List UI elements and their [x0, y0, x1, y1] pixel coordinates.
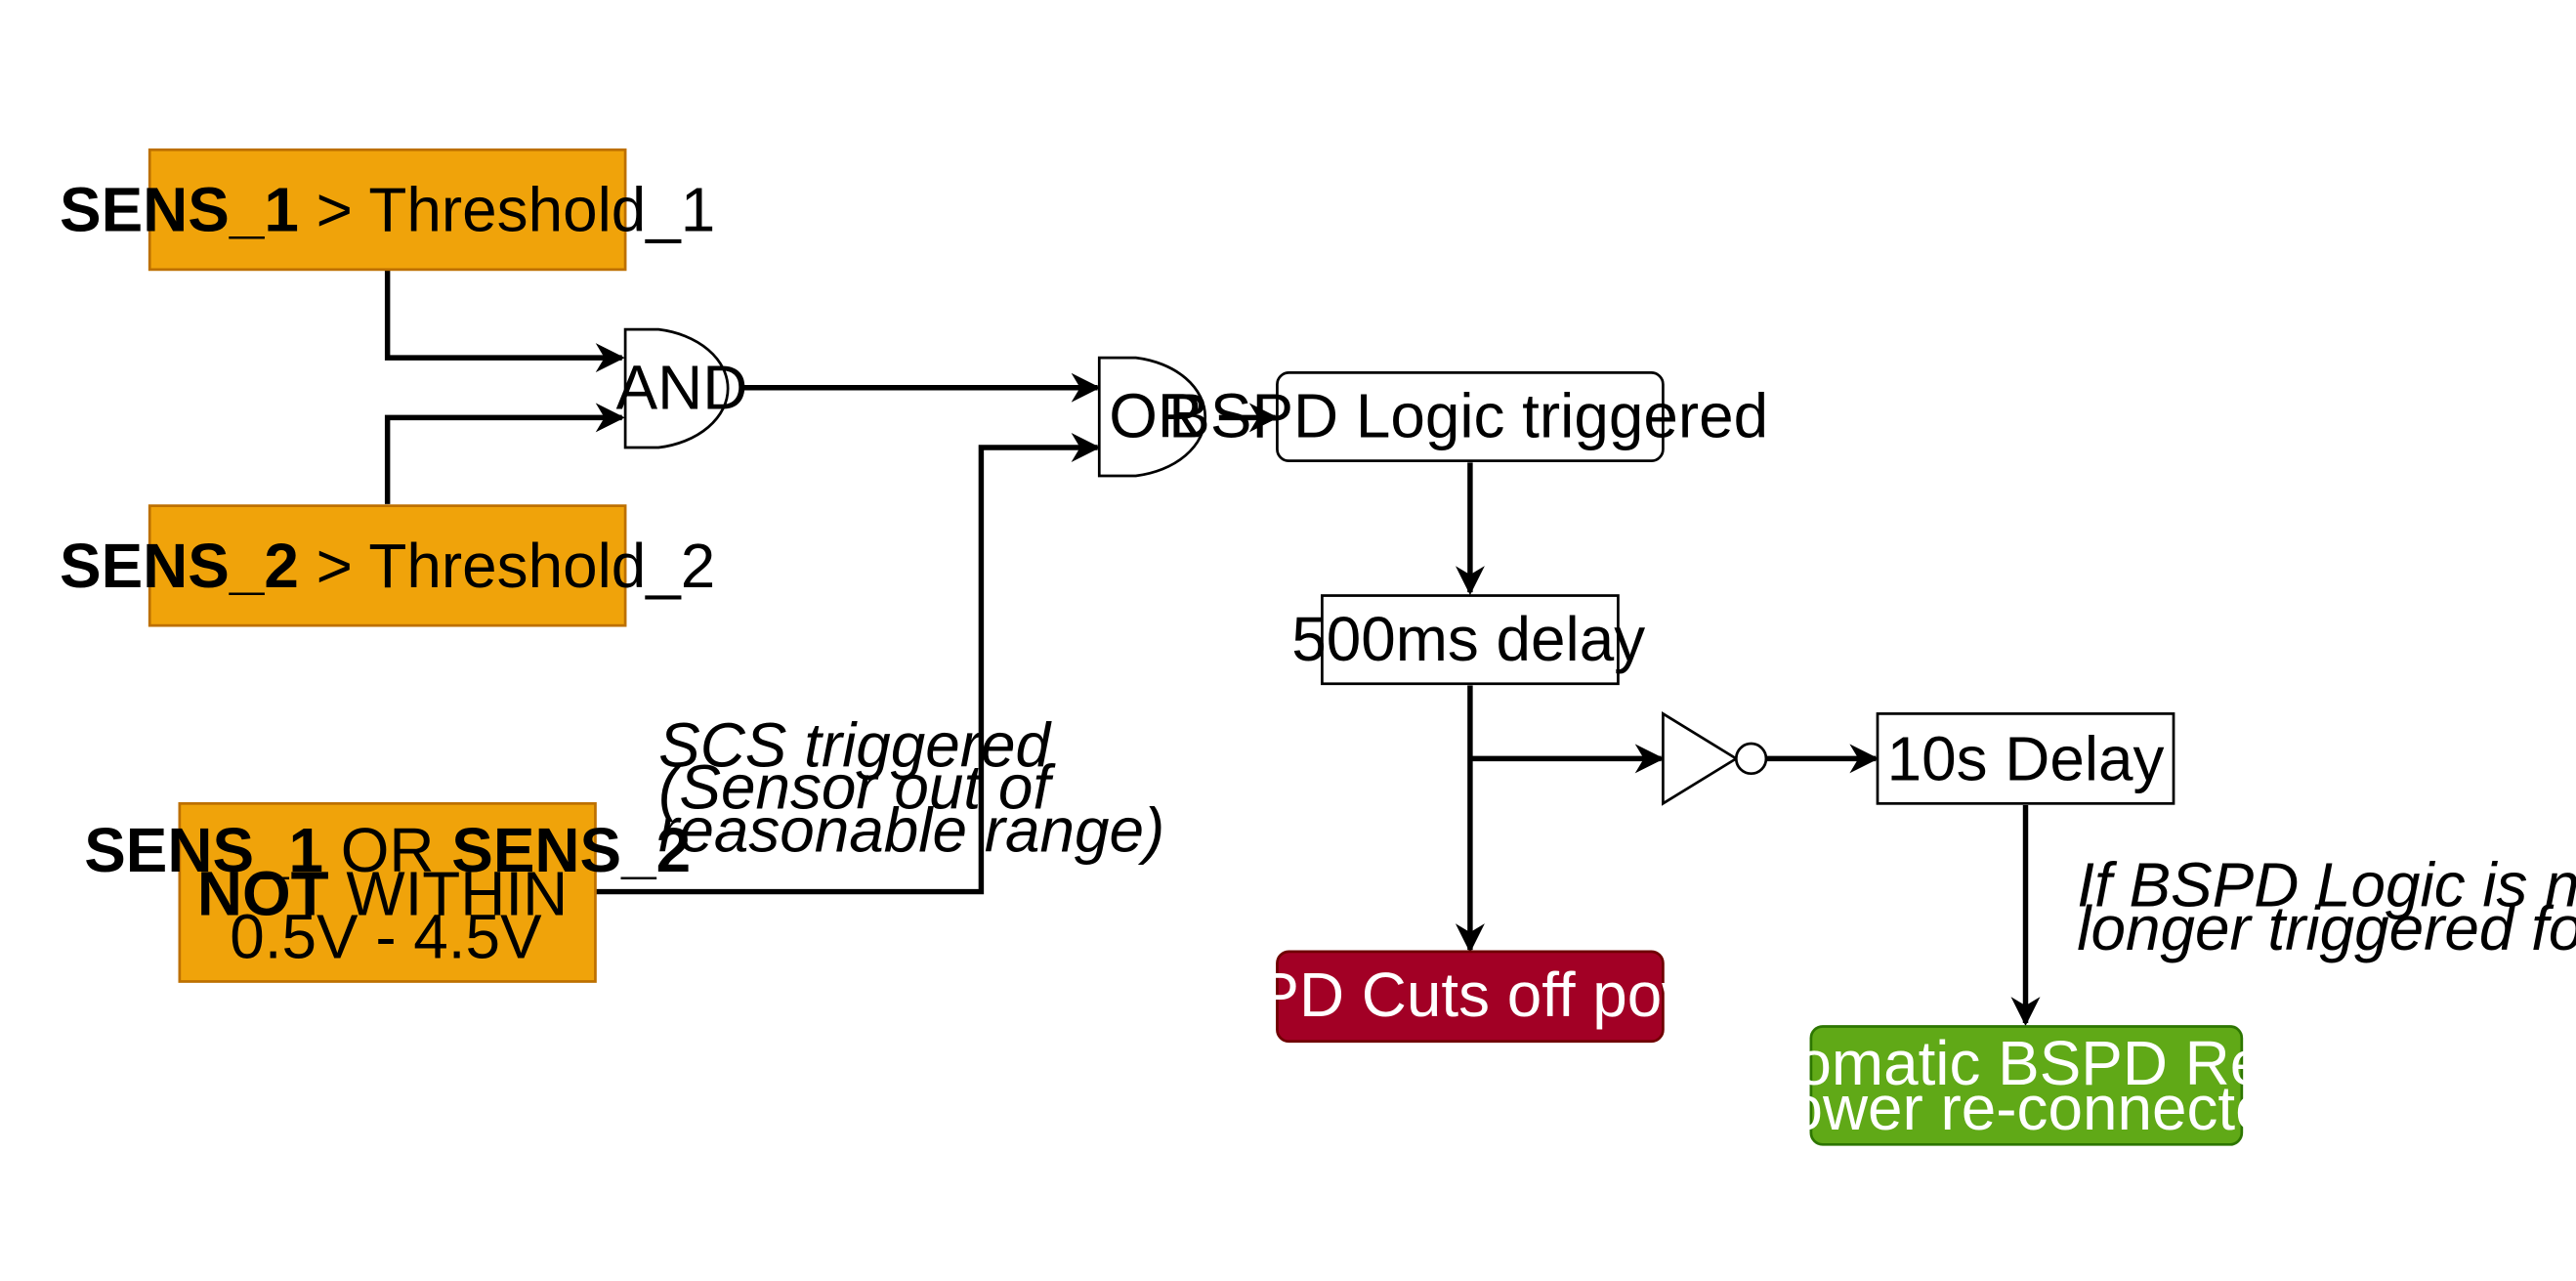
svg-text:NOT WITHIN: NOT WITHIN: [197, 858, 568, 928]
svg-text:SENS_1 OR SENS_2: SENS_1 OR SENS_2: [84, 815, 691, 885]
delay-10s-node: 10s Delay: [1876, 712, 2175, 805]
reset-condition-line-1: If BSPD Logic is no: [2077, 850, 2576, 920]
bspd-logic-node: BSPD Logic triggered: [1168, 371, 1768, 463]
range-voltage: 0.5V - 4.5V: [230, 902, 542, 972]
bspd-logic-label: BSPD Logic triggered: [1168, 381, 1768, 451]
delay-500ms-label: 500ms delay: [1291, 604, 1645, 674]
delay-500ms-node: 500ms delay: [1291, 594, 1645, 686]
scs-annotation-line-3: reasonable range): [658, 795, 1164, 866]
scs-annotation: SCS triggered (Sensor out of reasonable …: [658, 710, 1164, 866]
sensor-range-box: SENS_1 OR SENS_2 NOT WITHIN 0.5V - 4.5V: [84, 801, 691, 983]
bspd-reset-label-2: (Power re-connected): [1726, 1073, 2326, 1143]
and-gate: AND: [616, 327, 748, 449]
bspd-cut-power-node: BSPD Cuts off power: [1174, 950, 1762, 1044]
reset-condition-line-2: longer triggered for 10s: [2077, 893, 2576, 963]
not-gate-icon: [1662, 710, 1768, 806]
edge-sens2-to-and: [384, 403, 625, 504]
bspd-reset-label-1: Automatic BSPD Reset: [1704, 1028, 2348, 1098]
sens2-threshold-box: SENS_2 > Threshold_2: [60, 504, 715, 627]
range-sens2: SENS_2: [451, 815, 691, 885]
scs-annotation-line-2: (Sensor out of: [658, 751, 1056, 822]
edge-range-to-or: [595, 433, 1101, 895]
and-gate-label: AND: [616, 353, 748, 423]
or-gate: OR: [1097, 356, 1207, 478]
sens1-threshold-box: SENS_1 > Threshold_1: [60, 148, 715, 272]
reset-condition-annotation: If BSPD Logic is no longer triggered for…: [2077, 850, 2576, 963]
range-not: NOT: [197, 858, 329, 928]
range-or: OR: [323, 815, 451, 885]
scs-annotation-line-1: SCS triggered: [658, 710, 1052, 781]
svg-text:SENS_1 > Threshold_1: SENS_1 > Threshold_1: [60, 175, 715, 245]
svg-text:SENS_2 > Threshold_2: SENS_2 > Threshold_2: [60, 531, 715, 601]
sens1-threshold-text: > Threshold_1: [299, 175, 715, 245]
range-sens1: SENS_1: [84, 815, 323, 885]
delay-10s-label: 10s Delay: [1887, 723, 2165, 793]
range-within: WITHIN: [329, 858, 569, 928]
bspd-reset-node: Automatic BSPD Reset (Power re-connected…: [1704, 1025, 2348, 1146]
or-gate-label: OR: [1109, 381, 1203, 451]
sens1-label: SENS_1: [60, 175, 299, 245]
edge-sens1-to-and: [384, 269, 625, 373]
sens2-label: SENS_2: [60, 531, 299, 601]
sens2-threshold-text: > Threshold_2: [299, 531, 715, 601]
bspd-cut-power-label: BSPD Cuts off power: [1174, 960, 1762, 1030]
